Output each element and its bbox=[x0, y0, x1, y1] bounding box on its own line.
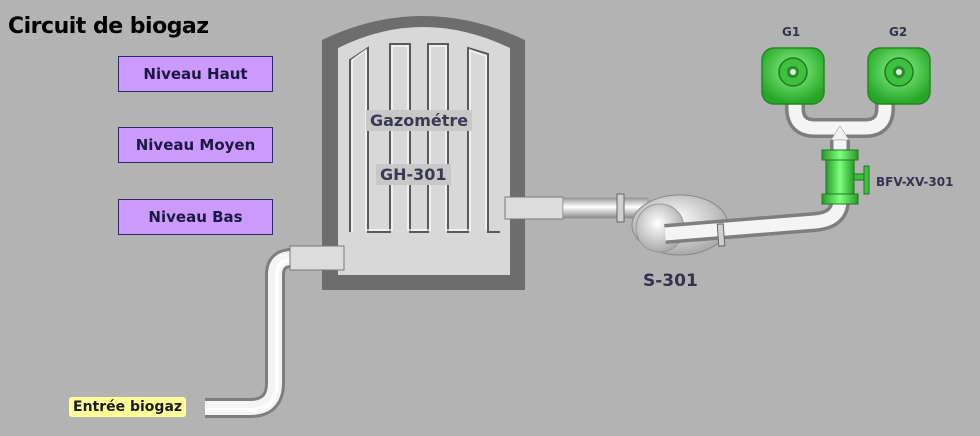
valve-tag-label: BFV-XV-301 bbox=[876, 175, 954, 189]
pipe-tank-to-separator bbox=[562, 193, 649, 223]
generator-g2-label: G2 bbox=[889, 25, 908, 39]
inlet-pipe bbox=[205, 248, 293, 418]
generator-g2[interactable] bbox=[867, 47, 931, 105]
page-title: Circuit de biogaz bbox=[8, 14, 209, 39]
level-high-button[interactable]: Niveau Haut bbox=[118, 56, 273, 92]
level-medium-button[interactable]: Niveau Moyen bbox=[118, 127, 273, 163]
gasometer-tank[interactable] bbox=[289, 16, 564, 290]
generator-g1[interactable] bbox=[761, 47, 825, 105]
inlet-label: Entrée biogaz bbox=[69, 397, 187, 417]
level-low-button[interactable]: Niveau Bas bbox=[118, 199, 273, 235]
tank-name-label: Gazométre bbox=[366, 110, 473, 131]
separator-tag-label: S-301 bbox=[643, 271, 698, 291]
tank-tag-label: GH-301 bbox=[376, 164, 451, 185]
generator-g1-label: G1 bbox=[782, 25, 801, 39]
valve-bfv-xv-301[interactable] bbox=[821, 149, 870, 205]
